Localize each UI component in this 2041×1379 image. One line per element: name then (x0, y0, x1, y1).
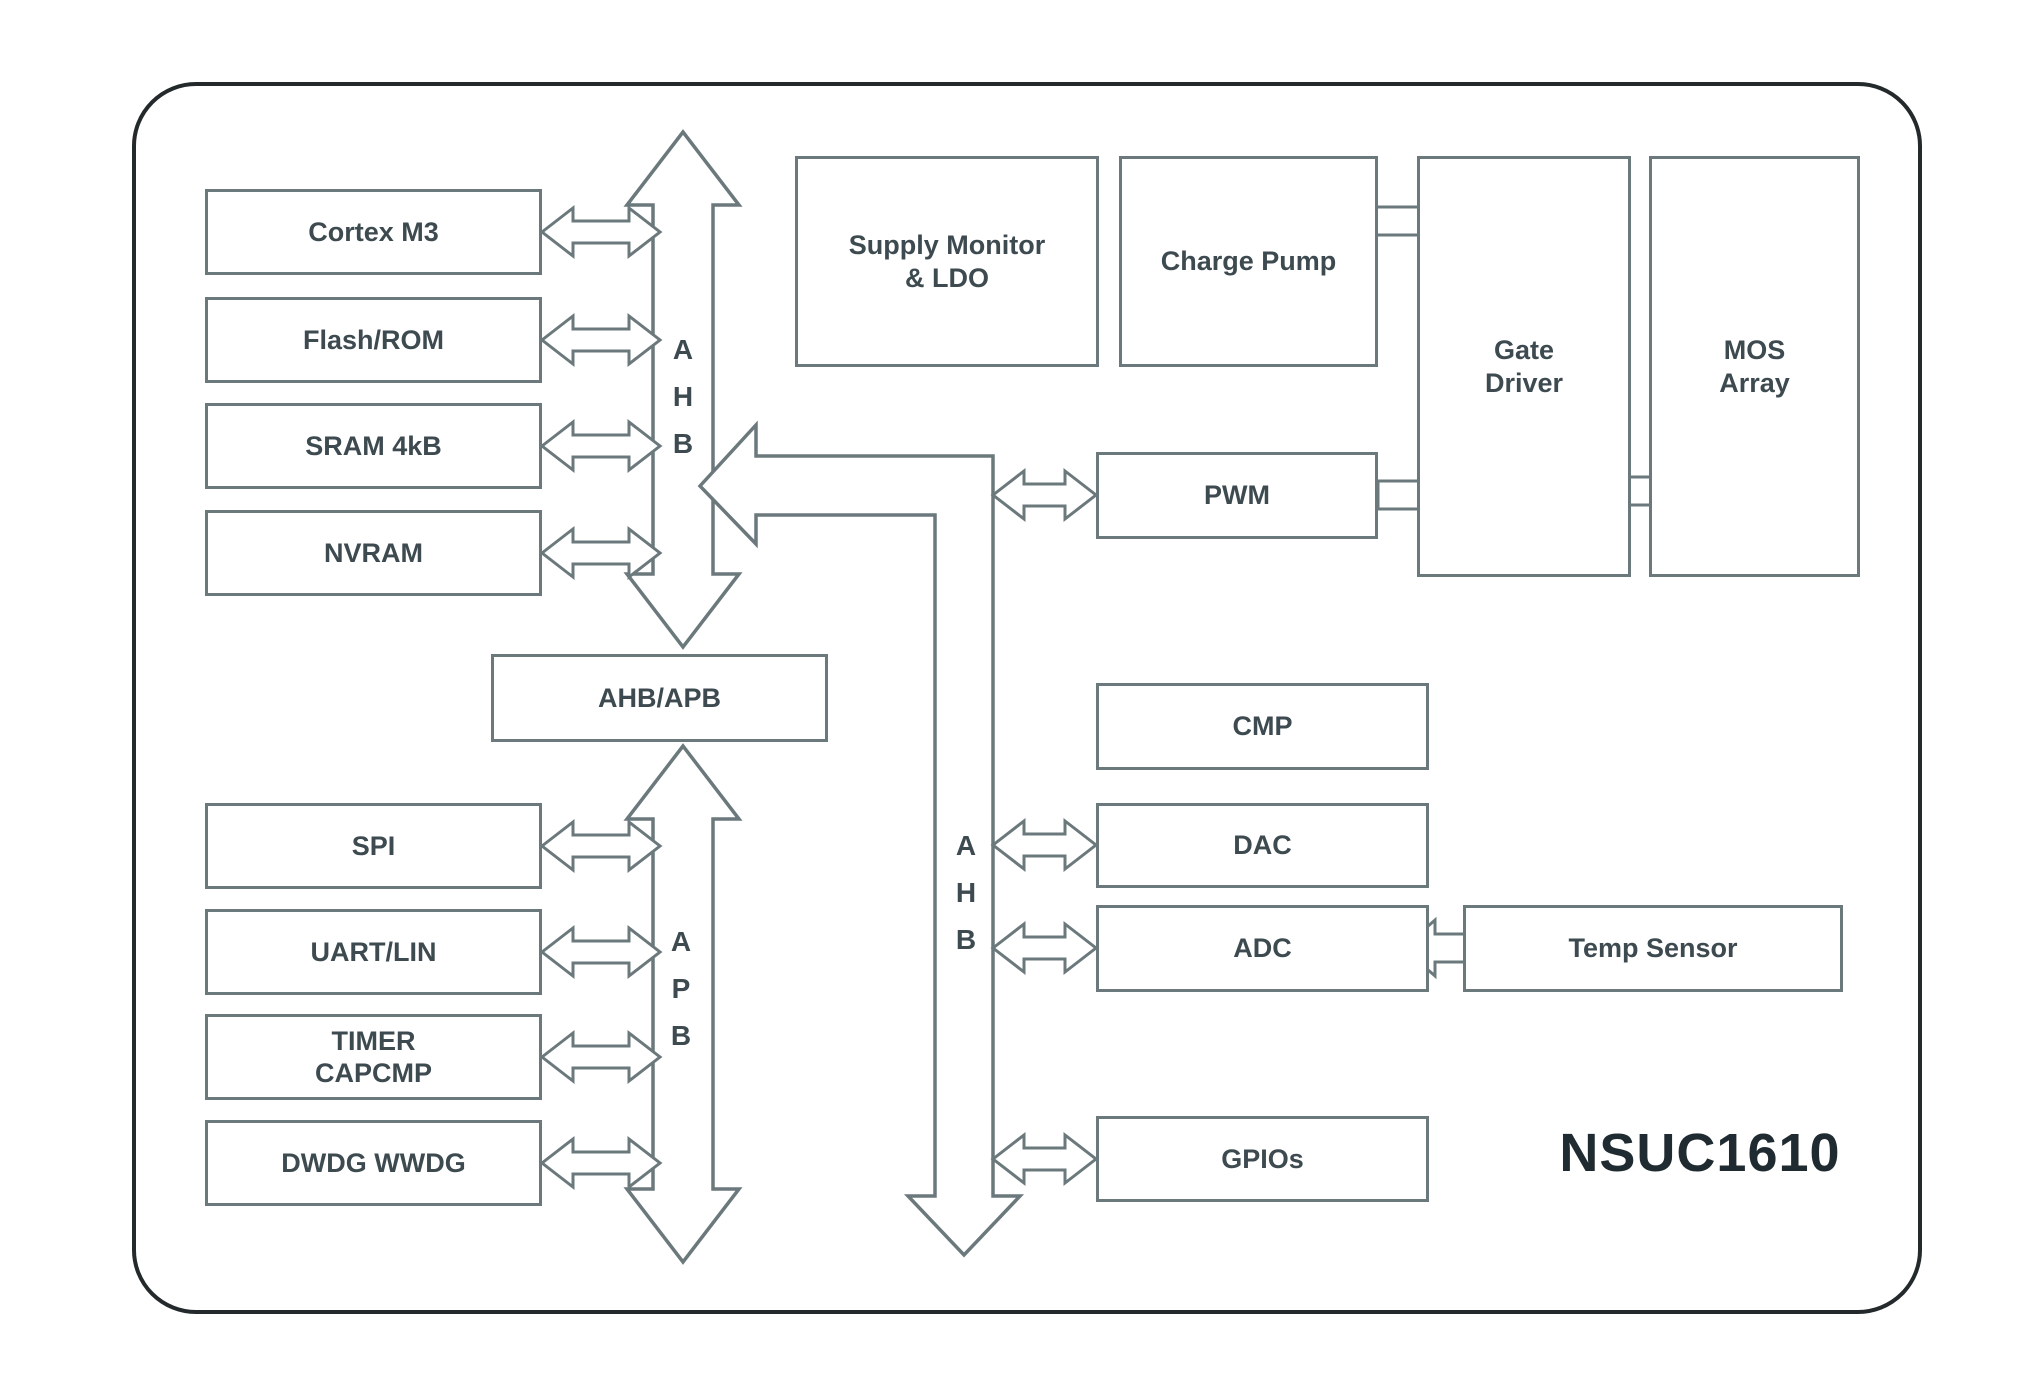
block-dac: DAC (1096, 803, 1429, 888)
block-label: SPI (351, 830, 396, 861)
bus-letter: B (672, 428, 694, 459)
block-label-line: Driver (1484, 367, 1564, 398)
arrow-cortex-ahb (539, 204, 663, 260)
block-label-line: Gate (1493, 335, 1555, 366)
block-label-line: Array (1719, 367, 1790, 398)
block-label: NVRAM (324, 537, 423, 568)
arrow-timer-apb (539, 1029, 663, 1085)
arrow-sram-ahb (539, 418, 663, 474)
block-label: AHB/APB (597, 682, 721, 713)
arrow-spi-apb (539, 818, 663, 874)
arrow-flash-ahb (539, 312, 663, 368)
arrow-ahb-pwm (990, 467, 1099, 523)
arrow-ahb-gpios (990, 1131, 1099, 1187)
block-label: GPIOs (1221, 1143, 1304, 1174)
block-cmp: CMP (1096, 683, 1429, 770)
ahb-right-bus-arrow (697, 420, 1025, 1258)
arrow-ahb-dac (990, 817, 1099, 873)
block-gpios: GPIOs (1096, 1116, 1429, 1202)
block-temp-sensor: Temp Sensor (1463, 905, 1843, 992)
bus-letter: A (672, 334, 694, 365)
block-label-line: CAPCMP (314, 1058, 432, 1088)
bus-letter: P (671, 973, 691, 1004)
ahb-bus-arrow (623, 129, 743, 650)
block-label: ADC (1233, 933, 1292, 964)
block-label: PWM (1204, 480, 1270, 511)
bus-letter: A (955, 830, 977, 861)
arrow-ahb-adc (990, 920, 1099, 976)
block-label: Flash/ROM (302, 324, 444, 355)
block-label: Cortex M3 (308, 216, 439, 247)
block-label: DWDG WWDG (281, 1147, 466, 1178)
block-label: CMP (1232, 711, 1293, 742)
block-timer-capcmp: TIMER CAPCMP (205, 1014, 542, 1100)
arrow-nvram-ahb (539, 525, 663, 581)
arrow-dwdg-apb (539, 1135, 663, 1191)
bus-label-apb: A P B (671, 918, 691, 1059)
block-label-line: & LDO (905, 262, 989, 293)
bus-label-ahb-left: A H B (673, 326, 693, 467)
block-flash-rom: Flash/ROM (205, 297, 542, 383)
block-label: Temp Sensor (1568, 933, 1738, 964)
block-adc: ADC (1096, 905, 1429, 992)
block-sram: SRAM 4kB (205, 403, 542, 489)
block-uart-lin: UART/LIN (205, 909, 542, 995)
block-gate-driver: Gate Driver (1417, 156, 1631, 577)
bus-letter: H (955, 877, 977, 908)
block-label-line: TIMER (331, 1025, 416, 1056)
block-cortex-m3: Cortex M3 (205, 189, 542, 275)
block-label: DAC (1233, 830, 1292, 861)
chip-part-number: NSUC1610 (1559, 1123, 1841, 1183)
bus-letter: A (670, 926, 692, 957)
bus-letter: H (672, 381, 694, 412)
block-ahb-apb-bridge: AHB/APB (491, 654, 828, 742)
block-spi: SPI (205, 803, 542, 889)
apb-bus-arrow (623, 743, 743, 1265)
block-label: UART/LIN (310, 936, 437, 967)
block-nvram: NVRAM (205, 510, 542, 596)
bus-letter: B (955, 924, 977, 955)
block-pwm: PWM (1096, 452, 1378, 539)
block-mos-array: MOS Array (1649, 156, 1860, 577)
block-label: Charge Pump (1160, 246, 1337, 277)
block-label-line: Supply Monitor (848, 230, 1046, 261)
bus-letter: B (670, 1020, 692, 1051)
bus-label-ahb-right: A H B (956, 822, 976, 963)
block-label: SRAM 4kB (305, 430, 442, 461)
arrow-uart-apb (539, 924, 663, 980)
block-label-line: MOS (1723, 335, 1786, 366)
block-supply-monitor-ldo: Supply Monitor & LDO (795, 156, 1099, 367)
block-charge-pump: Charge Pump (1119, 156, 1378, 367)
block-dwdg-wwdg: DWDG WWDG (205, 1120, 542, 1206)
